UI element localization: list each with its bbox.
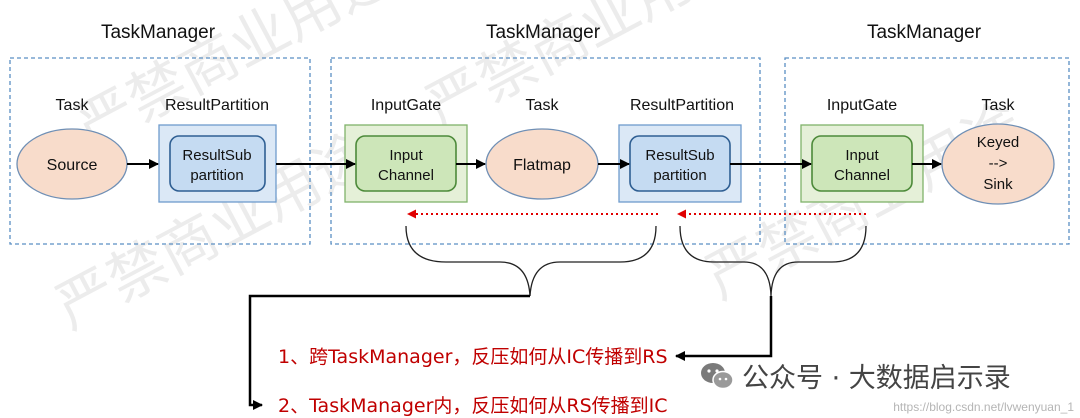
keyed-sink-node: Keyed --> Sink: [941, 123, 1055, 205]
flatmap-label: Flatmap: [513, 157, 571, 174]
rs2-label-line1: ResultSub: [645, 147, 714, 164]
footer-brand-text: 公众号 · 大数据启示录: [742, 363, 1011, 394]
tm2-resultpartition-label: ResultPartition: [630, 97, 734, 114]
result-subpartition-2: ResultSub partition: [618, 124, 742, 203]
result-subpartition-1: ResultSub partition: [158, 124, 277, 203]
source-node: Source: [16, 128, 128, 200]
sink-label-line2: -->: [989, 155, 1008, 172]
brace-within-tm: [405, 225, 657, 297]
wechat-icon: [701, 362, 734, 389]
input-channel-1: Input Channel: [344, 124, 468, 203]
sink-label-line3: Sink: [983, 176, 1013, 193]
ic1-label-line1: Input: [389, 147, 423, 164]
tm3-task-label: Task: [982, 97, 1016, 114]
connector-to-note-2: [248, 294, 530, 410]
ic2-label-line1: Input: [845, 147, 879, 164]
taskmanager-3-container: [784, 57, 1070, 245]
taskmanager-2-container: [330, 57, 761, 245]
ic1-label-line2: Channel: [378, 167, 434, 184]
tm1-task-label: Task: [56, 97, 90, 114]
flatmap-node: Flatmap: [485, 128, 599, 200]
sink-label-line1: Keyed: [977, 134, 1020, 151]
ic2-label-line2: Channel: [834, 167, 890, 184]
footer-brand: 公众号 · 大数据启示录: [700, 356, 1011, 395]
tm1-resultpartition-label: ResultPartition: [165, 97, 269, 114]
taskmanager-3-title: TaskManager: [867, 22, 982, 43]
tm2-inputgate-label: InputGate: [371, 97, 441, 114]
footer-url: https://blog.csdn.net/lvwenyuan_1: [893, 400, 1074, 414]
taskmanager-1-title: TaskManager: [101, 22, 216, 43]
tm3-inputgate-label: InputGate: [827, 97, 897, 114]
connector-to-note-1: [675, 296, 773, 361]
tm2-task-label: Task: [526, 97, 560, 114]
rs1-label-line2: partition: [190, 167, 243, 184]
note-cross-taskmanager: 1、跨TaskManager，反压如何从IC传播到RS: [278, 346, 668, 368]
taskmanager-1-container: [9, 57, 311, 245]
rs1-label-line1: ResultSub: [182, 147, 251, 164]
rs2-label-line2: partition: [653, 167, 706, 184]
taskmanager-2-title: TaskManager: [486, 22, 601, 43]
input-channel-2: Input Channel: [800, 124, 924, 203]
note-within-taskmanager: 2、TaskManager内，反压如何从RS传播到IC: [278, 395, 668, 417]
source-label: Source: [47, 157, 98, 174]
